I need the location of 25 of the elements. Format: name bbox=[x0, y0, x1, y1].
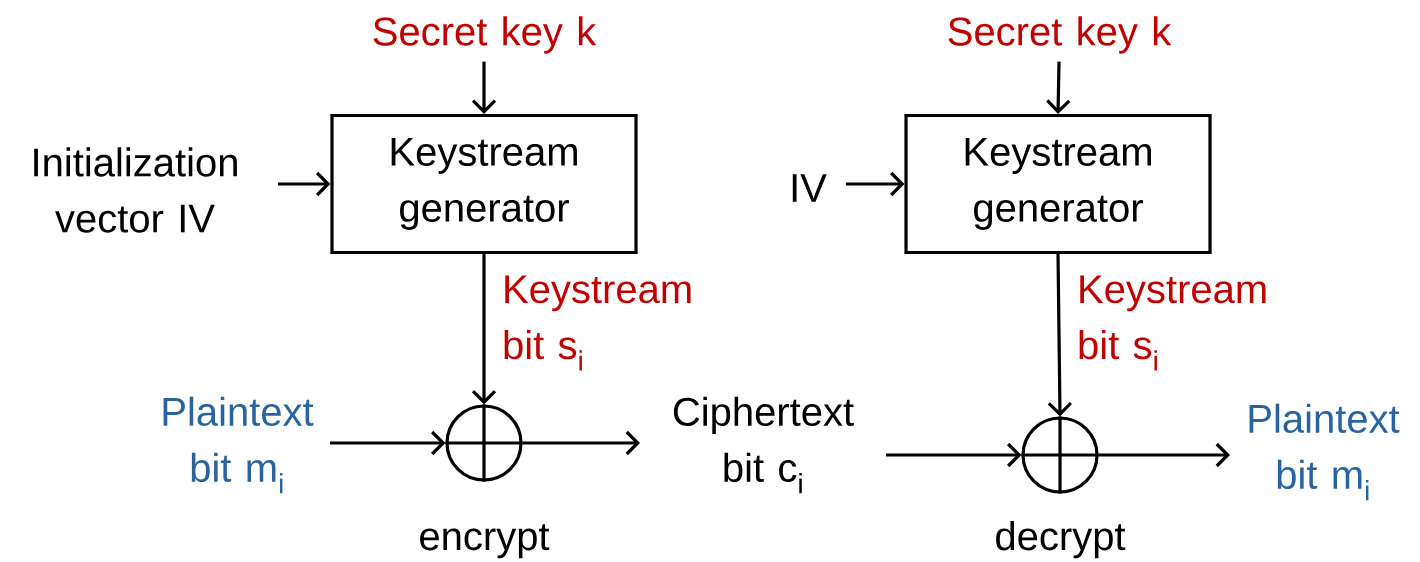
input-label: Plaintext bit m$_{i}$ bbox=[163, 396, 314, 494]
input-label: Secret key k bbox=[948, 16, 1172, 54]
arrow bbox=[278, 171, 331, 197]
edge-label: Keystream bit s$_{i}$ bbox=[1079, 275, 1266, 371]
arrow bbox=[522, 430, 640, 456]
arrow bbox=[1098, 442, 1231, 468]
arrow bbox=[471, 254, 497, 405]
arrow bbox=[886, 442, 1022, 468]
output-label: Plaintext bit m$_{i}$ bbox=[1249, 403, 1400, 501]
arrow bbox=[1046, 61, 1071, 114]
process-box: Keystream generator bbox=[330, 113, 638, 255]
node-label: encrypt bbox=[420, 524, 550, 559]
input-label: Initialization vector IV bbox=[34, 147, 237, 233]
input-label: Secret key k bbox=[373, 16, 597, 54]
arrow bbox=[330, 430, 446, 456]
xor-symbol bbox=[1021, 416, 1099, 494]
edge-label: Keystream bit s$_{i}$ bbox=[504, 275, 691, 371]
arrow bbox=[1047, 254, 1072, 417]
xor-symbol bbox=[445, 404, 523, 482]
node-label: decrypt bbox=[996, 521, 1126, 559]
input-label: IV bbox=[792, 174, 827, 202]
arrow bbox=[471, 61, 497, 114]
process-box: Keystream generator bbox=[904, 113, 1212, 255]
output-label: Ciphertext bit c$_{i}$ bbox=[673, 396, 854, 494]
arrow bbox=[846, 171, 905, 197]
